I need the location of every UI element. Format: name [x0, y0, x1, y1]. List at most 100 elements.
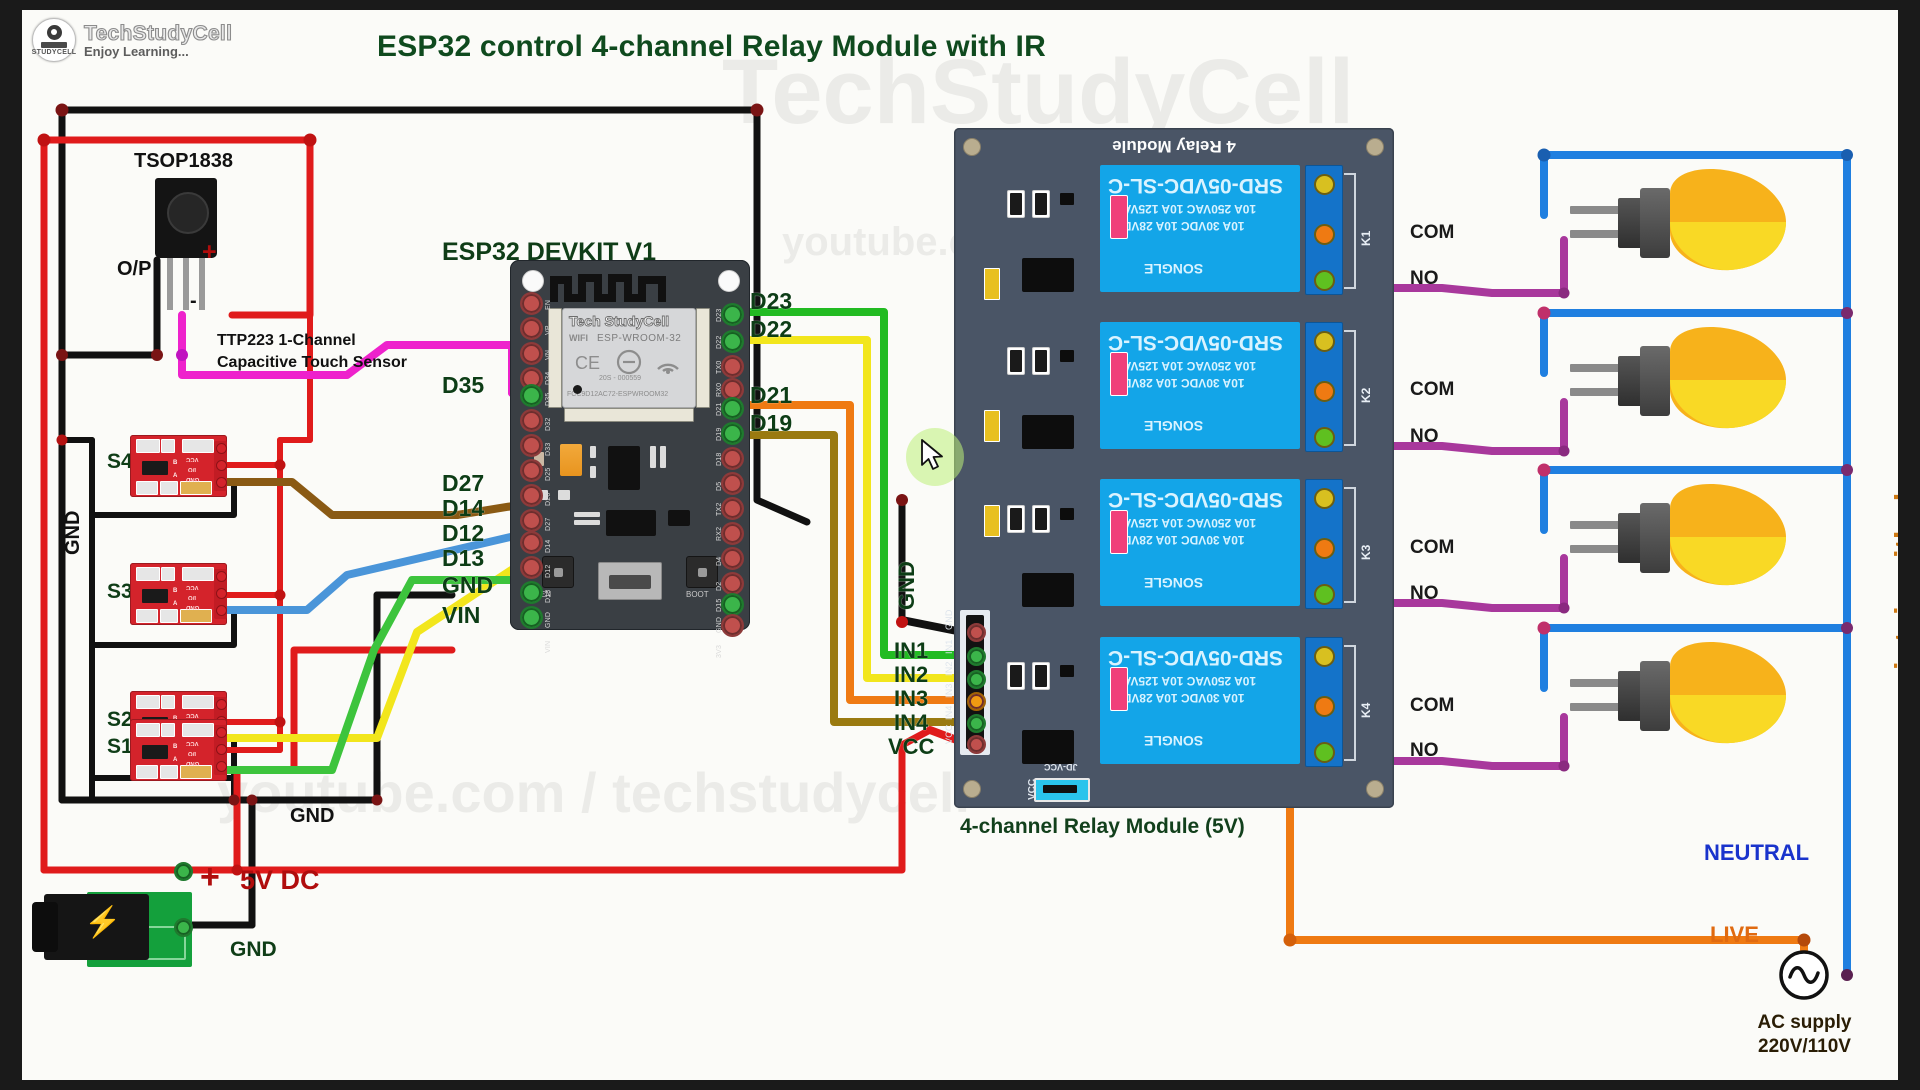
header-pin-io[interactable] — [216, 460, 227, 471]
screw-no[interactable] — [1314, 427, 1335, 448]
screw-terminal-k4[interactable] — [1305, 637, 1343, 767]
ce-mark-icon: CE — [575, 353, 601, 373]
tsop-pin-minus-label: - — [190, 290, 197, 312]
dc-jack-pin-plus[interactable] — [174, 862, 193, 881]
esp-pin-d27[interactable] — [520, 484, 543, 507]
esp-pin-right-10[interactable] — [721, 522, 744, 545]
pin-vcc: VCC — [186, 740, 199, 746]
esp-pin-right-7[interactable] — [721, 447, 744, 470]
micro-usb-port[interactable] — [598, 562, 662, 600]
ttp223-module-s1: B A VCC I/O GND — [130, 719, 227, 781]
bulb-pin — [1570, 521, 1622, 529]
esp-pin-gnd-right[interactable] — [721, 593, 744, 616]
header-pin-io[interactable] — [216, 588, 227, 599]
esp-label-gnd: GND — [442, 572, 494, 598]
smd-part — [1060, 665, 1074, 677]
relay-in-pin-vcc[interactable] — [967, 735, 986, 754]
screw-no[interactable] — [1314, 584, 1335, 605]
header-pin-io[interactable] — [216, 744, 227, 755]
header-pin-vcc[interactable] — [216, 699, 227, 710]
esp-pin-left-1[interactable] — [520, 292, 543, 315]
boot-button[interactable] — [686, 556, 718, 588]
esp-pin-left-2[interactable] — [520, 317, 543, 340]
screw-nc[interactable] — [1314, 488, 1335, 509]
screw-no[interactable] — [1314, 270, 1335, 291]
capacitor — [984, 410, 1000, 442]
relay-in-pin-in3[interactable] — [967, 692, 986, 711]
esp-label-d13: D13 — [442, 545, 485, 571]
k4-mark: K4 — [1359, 702, 1373, 718]
esp-pin-d21[interactable] — [721, 397, 744, 420]
esp-pin-left-8[interactable] — [520, 459, 543, 482]
esp-pin-d22[interactable] — [721, 330, 744, 353]
esp-pin-3v3[interactable] — [721, 614, 744, 637]
silk-b: B — [173, 460, 178, 466]
esp-pin-right-12[interactable] — [721, 572, 744, 595]
ttp223-ic — [142, 589, 168, 603]
sensor-label-s4: S4 — [107, 450, 133, 473]
header-pin-vcc[interactable] — [216, 727, 227, 738]
screw-com[interactable] — [1314, 381, 1335, 402]
relay-in-pin-gnd[interactable] — [967, 623, 986, 642]
relay-label-in3: IN3 — [894, 686, 929, 711]
screw-com[interactable] — [1314, 538, 1335, 559]
relay-in-pin-in2[interactable] — [967, 670, 986, 689]
header-pin-vcc[interactable] — [216, 571, 227, 582]
screw-com[interactable] — [1314, 696, 1335, 717]
en-button[interactable] — [542, 556, 574, 588]
silk-b: B — [173, 744, 178, 750]
relay-in-pin-in1[interactable] — [967, 647, 986, 666]
screw-nc[interactable] — [1314, 646, 1335, 667]
esp-pin-right-8[interactable] — [721, 472, 744, 495]
esp-pin-d35[interactable] — [520, 384, 543, 407]
screw-terminal-k1[interactable] — [1305, 165, 1343, 295]
sensor-label-s2: S2 — [107, 708, 133, 731]
esp-pin-d19[interactable] — [721, 422, 744, 445]
esp-pin-d14[interactable] — [520, 509, 543, 532]
logo-badge-text: STUDYCELL — [31, 48, 77, 56]
jd-vcc-jumper[interactable] — [1034, 778, 1090, 802]
screw-terminal-k3[interactable] — [1305, 479, 1343, 609]
mount-hole — [1366, 780, 1384, 798]
pin-io: I/O — [188, 594, 197, 600]
header-pin-gnd[interactable] — [216, 761, 227, 772]
esp-pin-right-11[interactable] — [721, 547, 744, 570]
gear-icon — [46, 24, 62, 40]
left-gnd-bus-label: GND — [62, 510, 84, 555]
esp32-devkit-board: Tech StudyCell WIFI ESP-WROOM-32 CE 20S … — [510, 260, 750, 630]
header-pin-vcc[interactable] — [216, 443, 227, 454]
tsop1838-component — [155, 178, 217, 258]
mount-hole — [522, 270, 544, 292]
header-pin-gnd[interactable] — [216, 477, 227, 488]
neutral-label: NEUTRAL — [1704, 840, 1810, 865]
esp-pin-right-9[interactable] — [721, 497, 744, 520]
screw-no[interactable] — [1314, 742, 1335, 763]
ac-supply-line1: AC supply — [1757, 1012, 1852, 1033]
esp-pin-d12[interactable] — [520, 531, 543, 554]
screw-nc[interactable] — [1314, 174, 1335, 195]
screw-terminal-k2[interactable] — [1305, 322, 1343, 452]
supply-voltage-label: 5V DC — [240, 865, 320, 895]
wiring-layer: .w{fill:none;stroke-linecap:round;stroke… — [37, 103, 1853, 981]
esp-pin-right-3[interactable] — [721, 355, 744, 378]
screw-com[interactable] — [1314, 224, 1335, 245]
esp-pin-vin[interactable] — [520, 606, 543, 629]
solder-pad — [136, 765, 158, 779]
esp-pin-d13[interactable] — [520, 556, 543, 579]
esp-pin-left-6[interactable] — [520, 409, 543, 432]
module-wifi-label: WIFI — [569, 333, 588, 343]
esp-pin-gnd-left[interactable] — [520, 581, 543, 604]
screw-nc[interactable] — [1314, 331, 1335, 352]
dc-jack-body — [44, 894, 149, 960]
esp-label-d22: D22 — [750, 316, 793, 342]
relay-in-pin-in4[interactable] — [967, 714, 986, 733]
dc-jack-pin-gnd[interactable] — [174, 918, 193, 937]
esp-pin-d23[interactable] — [721, 303, 744, 326]
brand-logo: STUDYCELL TechStudyCell Enjoy Learning..… — [32, 18, 232, 62]
esp-pin-left-3[interactable] — [520, 342, 543, 365]
esp-pin-left-7[interactable] — [520, 434, 543, 457]
mount-hole — [1366, 138, 1384, 156]
module-name: ESP-WROOM-32 — [597, 333, 682, 344]
header-pin-gnd[interactable] — [216, 605, 227, 616]
